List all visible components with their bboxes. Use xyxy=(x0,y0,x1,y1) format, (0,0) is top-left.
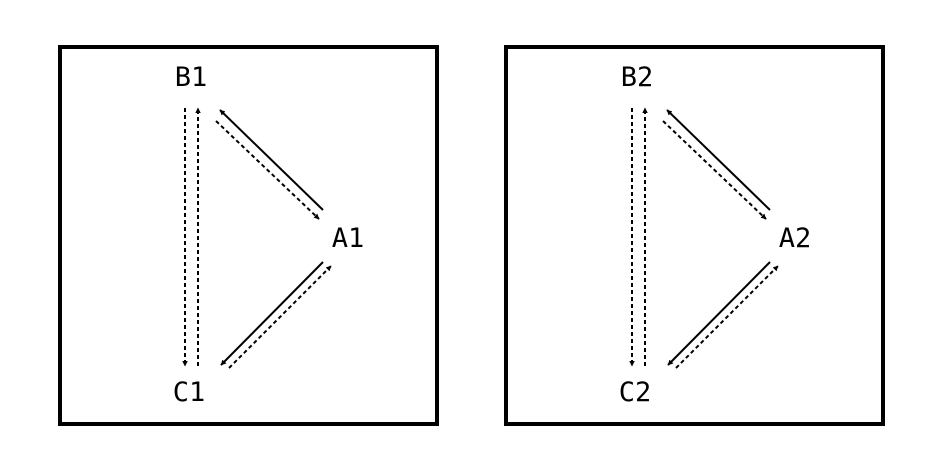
edge-a1-to-c1 xyxy=(220,261,324,366)
node-label-b1: B1 xyxy=(175,62,208,93)
edge-a2-to-b2 xyxy=(666,109,771,211)
node-label-a2: A2 xyxy=(779,223,812,254)
edge-c2-to-a2 xyxy=(675,265,779,369)
node-label-a1: A1 xyxy=(332,223,365,254)
node-label-c2: C2 xyxy=(619,377,652,408)
edge-b2-to-a2 xyxy=(662,120,767,220)
node-label-c1: C1 xyxy=(173,377,206,408)
diagram-panel-2 xyxy=(504,45,885,426)
edge-c1-to-a1 xyxy=(228,265,332,369)
edge-b1-to-a1 xyxy=(215,120,320,220)
node-label-b2: B2 xyxy=(621,62,654,93)
edge-a2-to-c2 xyxy=(667,261,771,366)
diagram-panel-1 xyxy=(58,45,439,426)
edge-a1-to-b1 xyxy=(219,109,324,211)
